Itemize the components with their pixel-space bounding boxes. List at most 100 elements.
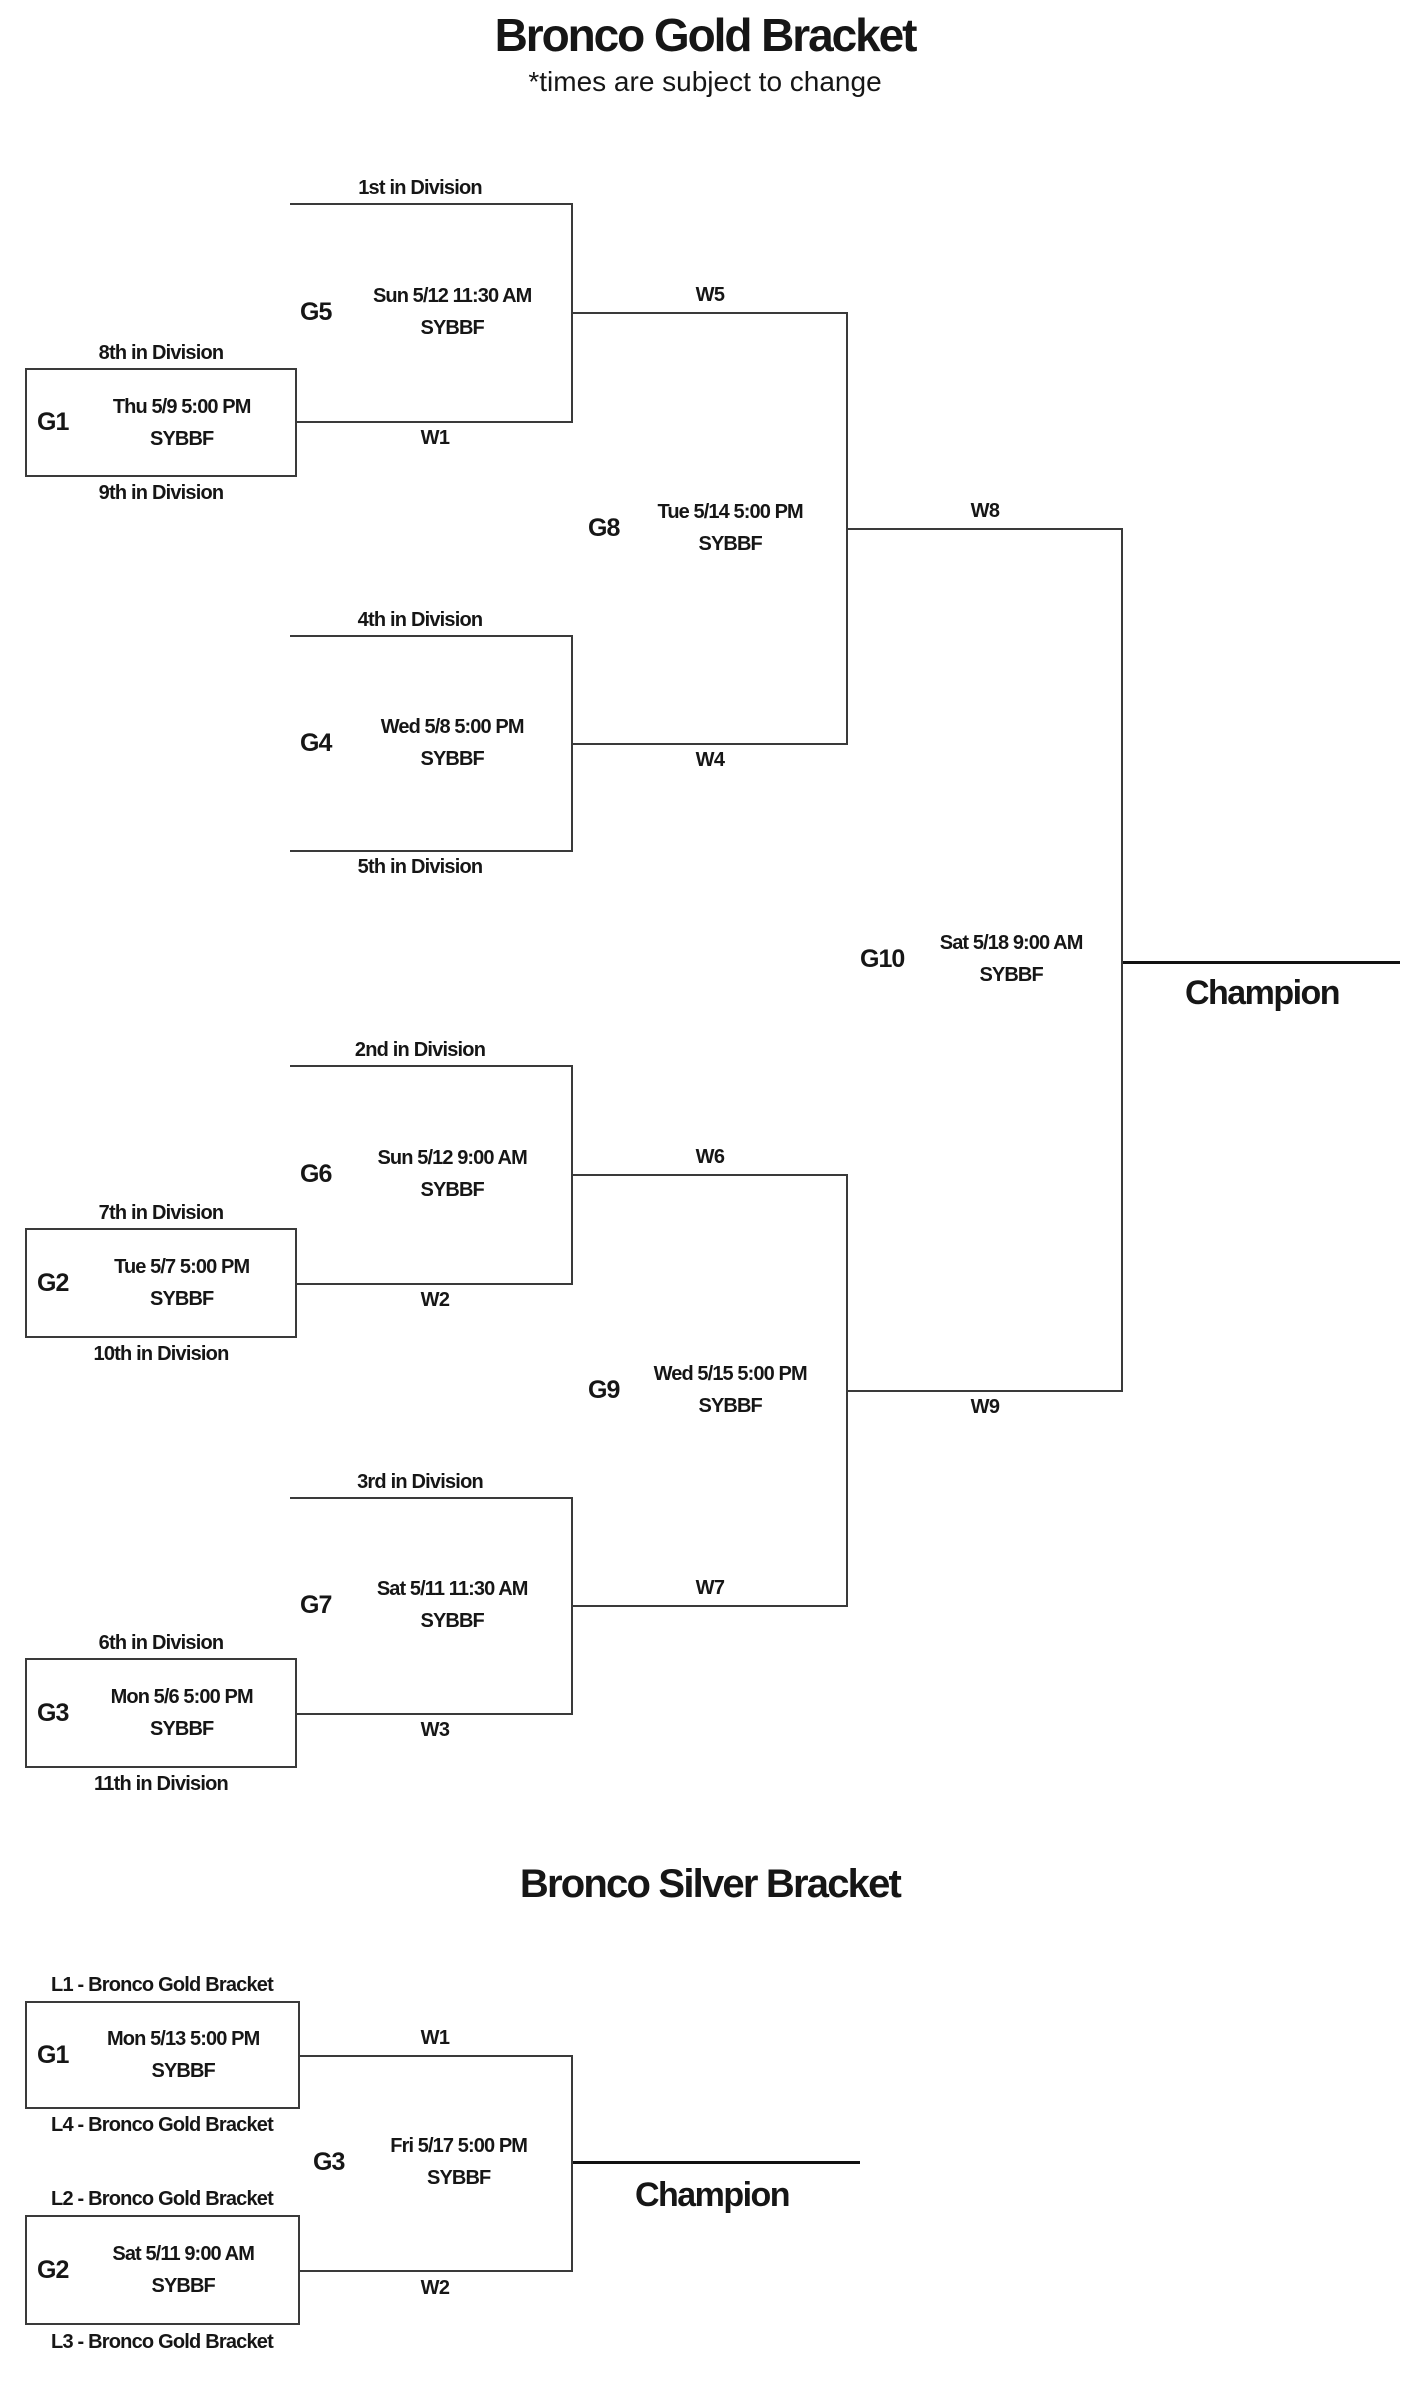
game-venue: SYBBF: [427, 2167, 491, 2189]
game-datetime: Sun 5/12 11:30 AM: [372, 285, 532, 307]
game-venue: SYBBF: [420, 748, 485, 770]
game-id: G3: [313, 2147, 345, 2176]
game-id: G6: [300, 1159, 332, 1188]
winner-label: W1: [420, 427, 450, 449]
winner-label: W9: [970, 1396, 1000, 1418]
game-id: G2: [37, 1268, 69, 1297]
game-datetime: Mon 5/13 5:00 PM: [107, 2028, 260, 2050]
bracket-hline: [300, 2055, 573, 2057]
game-gold-g10: G10 Sat 5/18 9:00 AM SYBBF: [850, 899, 1118, 1019]
winner-label: W4: [695, 749, 725, 771]
game-venue: SYBBF: [151, 2060, 216, 2082]
winner-label: W8: [970, 500, 1000, 522]
game-id: G1: [37, 2040, 69, 2069]
seed-label: 5th in Division: [357, 856, 483, 878]
game-box-gold-g3: G3 Mon 5/6 5:00 PM SYBBF: [25, 1658, 297, 1768]
game-gold-g5: G5 Sun 5/12 11:30 AM SYBBF: [290, 252, 573, 372]
bracket-hline: [290, 635, 573, 637]
seed-label: 6th in Division: [98, 1632, 224, 1654]
game-gold-g8: G8 Tue 5/14 5:00 PM SYBBF: [578, 468, 841, 588]
bracket-vline: [571, 635, 573, 852]
winner-label: W1: [420, 2027, 450, 2049]
game-datetime: Tue 5/14 5:00 PM: [657, 501, 804, 523]
game-venue: SYBBF: [420, 317, 485, 339]
champion-label: Champion: [635, 2176, 791, 2214]
game-id: G7: [300, 1590, 332, 1619]
bracket-hline: [290, 850, 573, 852]
game-datetime: Sat 5/11 9:00 AM: [112, 2243, 255, 2265]
game-gold-g6: G6 Sun 5/12 9:00 AM SYBBF: [290, 1114, 573, 1234]
seed-label: 8th in Division: [98, 342, 224, 364]
champion-line: [573, 2161, 860, 2164]
bracket-vline: [571, 2055, 573, 2272]
game-id: G1: [37, 408, 69, 436]
seed-label: 1st in Division: [358, 177, 482, 199]
champion-label: Champion: [1185, 974, 1341, 1012]
bracket-hline: [290, 1065, 573, 1067]
seed-label: L3 - Bronco Gold Bracket: [51, 2331, 274, 2353]
bracket-vline: [846, 1174, 848, 1607]
bracket-hline: [573, 743, 848, 745]
bracket-vline: [846, 312, 848, 745]
seed-label: 2nd in Division: [354, 1039, 486, 1061]
bracket-vline: [571, 1497, 573, 1715]
bracket-hline: [573, 312, 848, 314]
game-box-silver-g2: G2 Sat 5/11 9:00 AM SYBBF: [25, 2215, 300, 2325]
seed-label: 3rd in Division: [357, 1471, 484, 1493]
bracket-hline: [297, 421, 573, 423]
winner-label: W5: [695, 284, 725, 306]
game-venue: SYBBF: [979, 964, 1043, 986]
game-venue: SYBBF: [420, 1610, 485, 1632]
gold-subtitle: *times are subject to change: [528, 66, 882, 97]
bracket-hline: [290, 1497, 573, 1499]
bracket-vline: [1121, 528, 1123, 1392]
bracket-hline: [848, 1390, 1123, 1392]
seed-label: L4 - Bronco Gold Bracket: [51, 2114, 274, 2136]
game-venue: SYBBF: [698, 1395, 763, 1417]
game-id: G9: [588, 1375, 620, 1404]
game-id: G5: [300, 297, 332, 326]
bracket-hline: [573, 1174, 848, 1176]
game-datetime: Wed 5/15 5:00 PM: [653, 1363, 808, 1385]
game-venue: SYBBF: [150, 427, 214, 450]
bracket-hline: [297, 1283, 573, 1285]
game-venue: SYBBF: [151, 2275, 216, 2297]
game-id: G3: [37, 1698, 69, 1727]
bracket-hline: [573, 1605, 848, 1607]
bracket-vline: [571, 1065, 573, 1285]
game-datetime: Tue 5/7 5:00 PM: [114, 1256, 250, 1278]
game-box-gold-g1: G1 Thu 5/9 5:00 PM SYBBF: [25, 368, 297, 477]
game-id: G8: [588, 513, 620, 542]
seed-label: 10th in Division: [93, 1343, 229, 1365]
champion-line: [1123, 961, 1400, 964]
game-gold-g9: G9 Wed 5/15 5:00 PM SYBBF: [578, 1330, 841, 1450]
silver-title: Bronco Silver Bracket: [519, 1862, 902, 1906]
game-datetime: Sun 5/12 9:00 AM: [377, 1147, 527, 1169]
game-gold-g4: G4 Wed 5/8 5:00 PM SYBBF: [290, 683, 573, 803]
winner-label: W2: [420, 1289, 450, 1311]
game-box-silver-g1: G1 Mon 5/13 5:00 PM SYBBF: [25, 2001, 300, 2109]
game-venue: SYBBF: [420, 1179, 485, 1201]
game-venue: SYBBF: [698, 533, 763, 555]
game-id: G10: [860, 944, 905, 973]
bracket-hline: [848, 528, 1123, 530]
game-id: G2: [37, 2255, 69, 2284]
game-venue: SYBBF: [150, 1718, 214, 1740]
bracket-vline: [571, 203, 573, 423]
game-datetime: Sat 5/18 9:00 AM: [939, 932, 1084, 954]
game-box-gold-g2: G2 Tue 5/7 5:00 PM SYBBF: [25, 1228, 297, 1338]
game-venue: SYBBF: [150, 1288, 214, 1310]
game-datetime: Sat 5/11 11:30 AM: [376, 1578, 529, 1600]
winner-label: W2: [420, 2277, 450, 2299]
game-datetime: Fri 5/17 5:00 PM: [390, 2135, 528, 2157]
game-gold-g7: G7 Sat 5/11 11:30 AM SYBBF: [290, 1545, 573, 1665]
bracket-hline: [297, 1713, 573, 1715]
game-silver-g3: G3 Fri 5/17 5:00 PM SYBBF: [303, 2102, 573, 2222]
game-datetime: Wed 5/8 5:00 PM: [380, 716, 525, 738]
winner-label: W3: [420, 1719, 450, 1741]
bracket-hline: [290, 203, 573, 205]
seed-label: 9th in Division: [98, 482, 224, 504]
game-datetime: Mon 5/6 5:00 PM: [110, 1686, 254, 1708]
seed-label: L2 - Bronco Gold Bracket: [51, 2188, 274, 2210]
